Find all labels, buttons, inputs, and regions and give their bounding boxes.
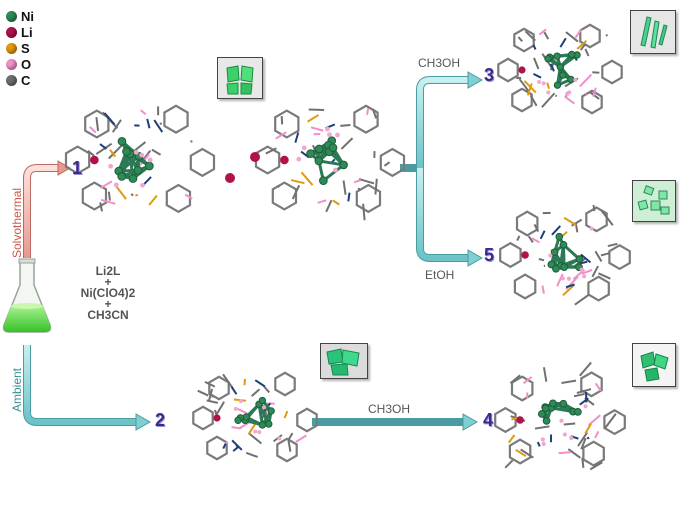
legend-o-label: O [21,57,32,72]
reagent-li2l: Li2L [95,264,121,278]
crystal-photo-2 [320,343,368,379]
compound-1-label: 1 [72,158,83,178]
legend-c: C [6,73,31,88]
ambient-arrow [23,345,152,431]
crystal-icon [640,16,668,49]
ambient-label: Ambient [10,367,24,412]
legend-c-label: C [21,73,31,88]
crystal-icon [326,348,360,376]
molecular-structures [64,23,631,471]
branch-arrow [400,71,484,267]
reagent-plus-1: + [104,275,112,289]
legend-ni-label: Ni [21,9,34,24]
reagent-nickel-perchlorate: Ni(ClO4)2 [80,286,136,300]
compound-3-label: 3 [484,65,495,85]
compound-5-label: 5 [484,245,495,265]
methanol-label-top: CH3OH [418,56,461,70]
crystal-icon [640,351,669,382]
reagent-acetonitrile: CH3CN [87,308,129,322]
o-atom-icon [6,59,17,70]
solvothermal-arrow [23,160,71,258]
compound-4-label: 4 [483,410,494,430]
c-atom-icon [6,75,17,86]
crystal-icon [637,185,670,215]
legend-li: Li [6,25,33,40]
s-atom-icon [6,43,17,54]
legend-ni: Ni [6,9,34,24]
legend-s-label: S [21,41,30,56]
methanol-label-bottom: CH3OH [368,402,411,416]
legend-li-label: Li [21,25,33,40]
crystal-photo-5 [632,180,676,222]
crystal-photo-1 [217,57,263,99]
crystal-photo-3 [630,10,676,54]
flask-icon [2,258,52,333]
legend-o: O [6,57,32,72]
ethanol-label: EtOH [425,268,455,282]
crystal-icon [226,65,254,95]
li-atom-icon [6,27,17,38]
reagent-plus-2: + [104,297,112,311]
legend-s: S [6,41,30,56]
methanol-arrow-2-to-4 [312,413,479,431]
solvothermal-label: Solvothermal [10,187,24,258]
compound-2-label: 2 [155,410,166,430]
ni-atom-icon [6,11,17,22]
crystal-photo-4 [632,343,676,387]
